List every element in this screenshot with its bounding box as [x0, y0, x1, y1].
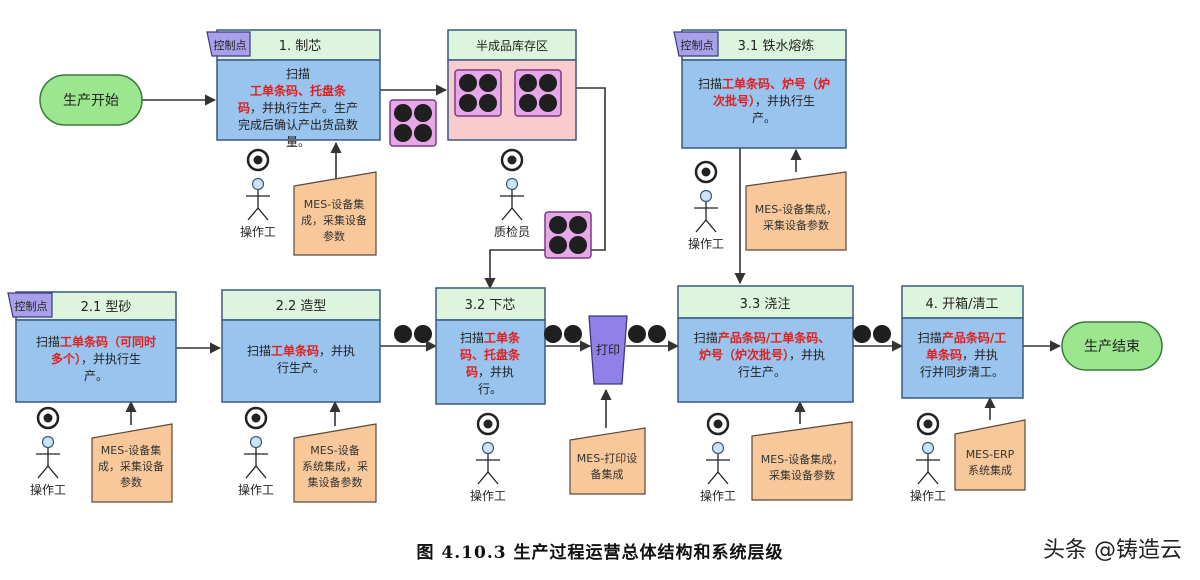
note-n33-text: MES-设备集成，采集设备参数 — [761, 452, 843, 482]
stage-4-body: 扫描产品条码/工单条码，并执行并同步清工。 — [918, 330, 1006, 379]
control-point-tag-s1: 控制点 — [206, 31, 251, 57]
stage-2-2-body: 扫描工单条码，并执行生产。 — [247, 343, 355, 375]
operator-label: 操作工 — [30, 482, 66, 497]
arrow-buffer-to-s32 — [484, 87, 606, 290]
tag-label: 控制点 — [15, 299, 48, 313]
stage-2-1-title: 2.1 型砂 — [81, 300, 132, 315]
operator-figure: 操作工 — [910, 412, 946, 503]
operator-figure: 操作工 — [240, 148, 276, 239]
inspector-figure: 质检员 — [494, 148, 530, 239]
note-n31: MES-设备集成，采集设备参数 — [745, 171, 847, 251]
material-ball — [648, 325, 666, 343]
material-ball — [564, 325, 582, 343]
stage-3-2-body: 扫描工单条码、托盘条码，并执行。 — [460, 330, 521, 396]
tray-icon — [514, 69, 562, 117]
operator-figure: 操作工 — [30, 406, 66, 497]
stage-3-2-title: 3.2 下芯 — [465, 298, 516, 313]
figure-caption: 图 4.10.3 生产过程运营总体结构和系统层级 — [416, 543, 784, 563]
stage-3-3-title: 3.3 浇注 — [740, 297, 791, 312]
operator-figure: 操作工 — [688, 160, 724, 251]
material-ball — [853, 325, 871, 343]
control-point-tag-s21: 控制点 — [7, 292, 53, 318]
operator-label: 操作工 — [700, 488, 736, 503]
stage-3-3-body: 扫描产品条码/工单条码、炉号（炉次批号），并执行生产。 — [694, 330, 830, 379]
watermark: 头条 @铸造云 — [1043, 538, 1182, 563]
stage-3-2-core-setting: 3.2 下芯 扫描工单条码、托盘条码，并执行。 — [435, 287, 546, 405]
operator-label: 操作工 — [470, 488, 506, 503]
material-ball — [628, 325, 646, 343]
stage-1-title: 1. 制芯 — [279, 39, 322, 54]
note-n31-text: MES-设备集成，采集设备参数 — [755, 202, 837, 232]
stage-1-body: 扫描工单条码、托盘条码，并执行生产。生产完成后确认产出货品数量。 — [238, 67, 358, 149]
print-marker-label: 打印 — [596, 343, 620, 357]
operator-label: 操作工 — [240, 224, 276, 239]
material-ball — [873, 325, 891, 343]
tray-icon — [454, 69, 502, 117]
end-label: 生产结束 — [1084, 339, 1140, 355]
note-n21-text: MES-设备集成，采集设备参数 — [98, 443, 164, 489]
stage-2-2-title: 2.2 造型 — [276, 299, 327, 314]
note-n1: MES-设备集成，采集设备参数 — [293, 171, 377, 256]
material-ball — [414, 325, 432, 343]
tray-icons — [389, 69, 592, 259]
tag-label: 控制点 — [214, 38, 247, 52]
material-ball — [394, 325, 412, 343]
material-ball — [544, 325, 562, 343]
end-node: 生产结束 — [1061, 321, 1163, 371]
note-n33: MES-设备集成，采集设备参数 — [751, 421, 853, 501]
note-n22-text: MES-设备系统集成，采集设备参数 — [302, 443, 368, 489]
start-label: 生产开始 — [63, 93, 119, 109]
stage-4-title: 4. 开箱/清工 — [926, 296, 999, 312]
start-node: 生产开始 — [39, 74, 143, 126]
stage-4-shakeout: 4. 开箱/清工 扫描产品条码/工单条码，并执行并同步清工。 — [901, 285, 1024, 399]
operator-figure: 操作工 — [238, 406, 274, 497]
tag-label: 控制点 — [681, 38, 714, 52]
actor-figures: 操作工质检员操作工操作工操作工操作工操作工操作工 — [30, 148, 946, 503]
operator-figure: 操作工 — [470, 412, 506, 503]
note-print-text: MES-打印设备集成 — [577, 451, 637, 481]
print-marker: 打印 — [588, 315, 628, 385]
stage-3-1-body: 扫描工单条码、炉号（炉次批号），并执行生产。 — [698, 76, 830, 125]
operator-label: 操作工 — [910, 488, 946, 503]
note-n22: MES-设备系统集成，采集设备参数 — [293, 423, 377, 503]
operator-label: 操作工 — [238, 482, 274, 497]
inspector-label: 质检员 — [494, 224, 530, 239]
buffer-title: 半成品库存区 — [476, 38, 548, 53]
material-ball-pairs — [394, 325, 891, 343]
tray-icon — [544, 211, 592, 259]
tray-icon — [389, 99, 437, 147]
note-print: MES-打印设备集成 — [569, 427, 646, 495]
stage-2-1-body: 扫描工单条码（可同时多个），并执行生产。 — [36, 334, 156, 383]
operator-label: 操作工 — [688, 236, 724, 251]
stage-2-2-molding: 2.2 造型 扫描工单条码，并执行生产。 — [221, 289, 381, 403]
operator-figure: 操作工 — [700, 412, 736, 503]
note-n21: MES-设备集成，采集设备参数 — [91, 423, 173, 503]
stage-3-1-iron-melting: 3.1 铁水熔炼 扫描工单条码、炉号（炉次批号），并执行生产。 — [681, 29, 847, 149]
stage-3-1-title: 3.1 铁水熔炼 — [738, 39, 815, 54]
control-point-tag-s31: 控制点 — [673, 31, 719, 57]
stage-3-3-pouring: 3.3 浇注 扫描产品条码/工单条码、炉号（炉次批号），并执行生产。 — [677, 285, 854, 403]
note-n1-text: MES-设备集成，采集设备参数 — [301, 197, 367, 243]
